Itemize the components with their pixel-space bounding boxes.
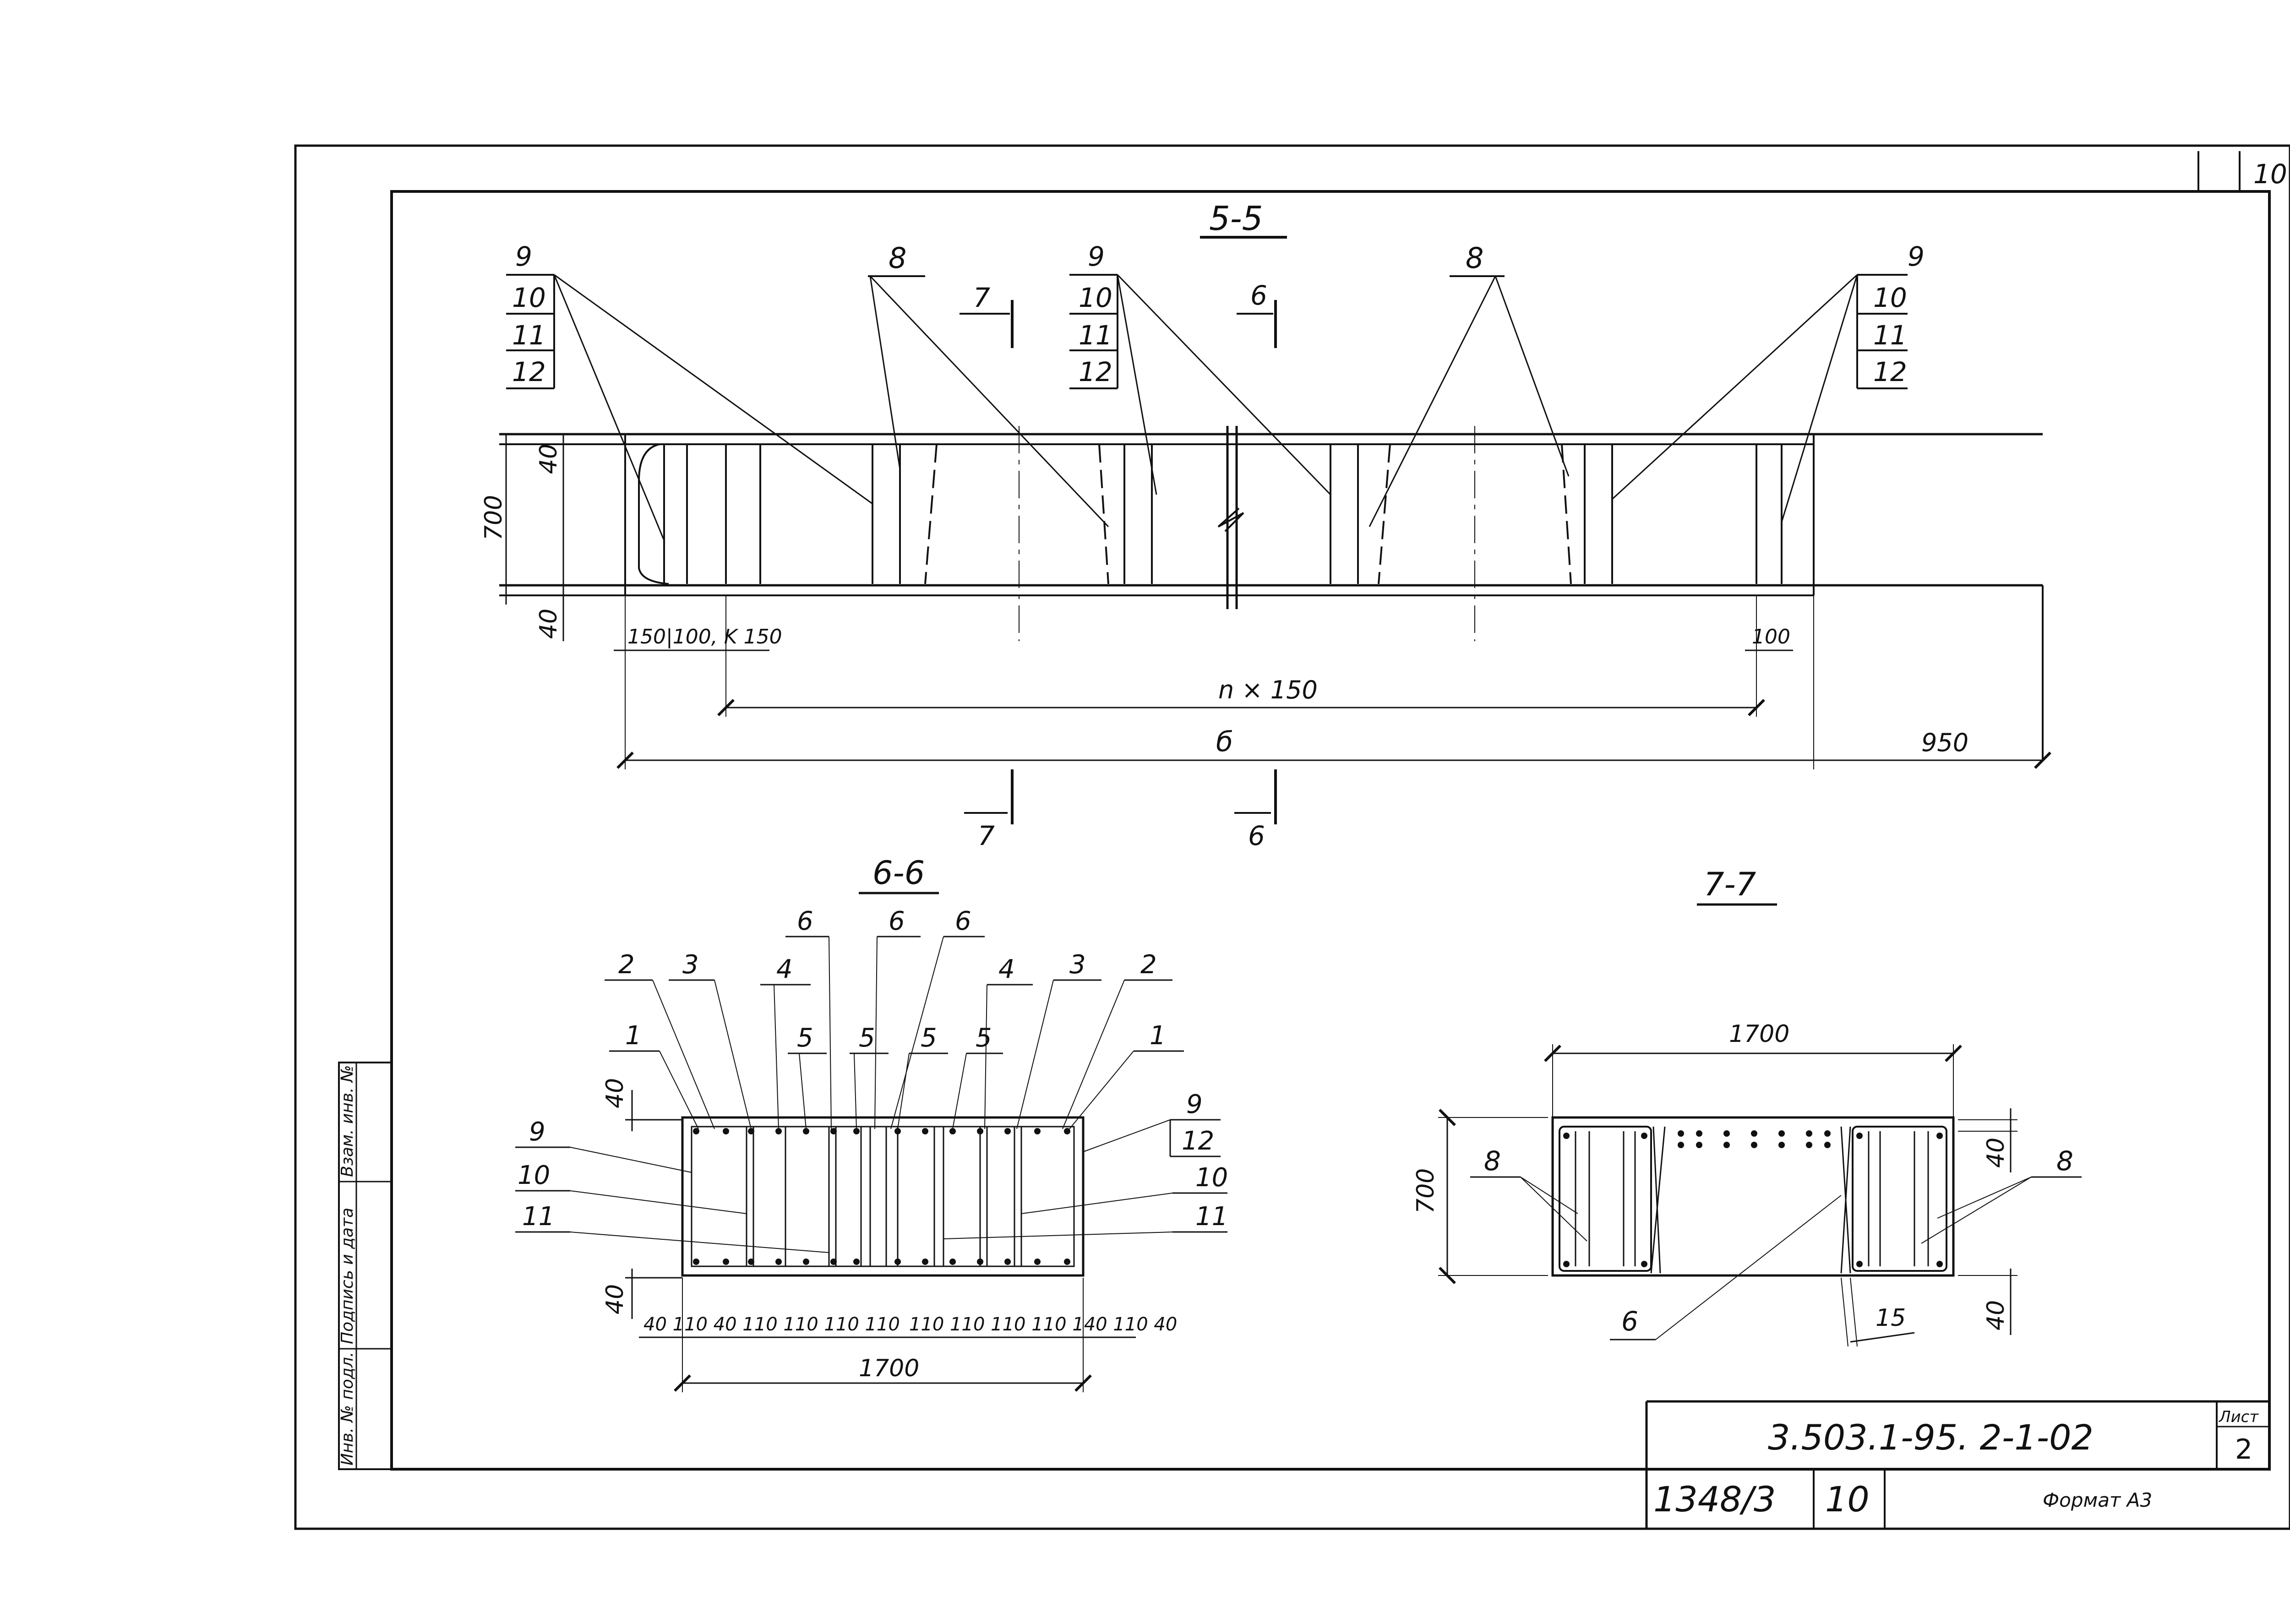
svg-text:40: 40 — [1982, 1138, 2010, 1168]
svg-text:10: 10 — [518, 1161, 550, 1190]
svg-text:4: 4 — [998, 954, 1015, 984]
callout-8-right: 8 — [1369, 241, 1570, 527]
svg-text:5: 5 — [797, 1023, 813, 1053]
svg-text:9: 9 — [529, 1117, 545, 1147]
svg-text:1: 1 — [625, 1021, 642, 1051]
format-label: Формат А3 — [2043, 1489, 2152, 1511]
svg-text:6: 6 — [955, 906, 971, 936]
svg-text:15: 15 — [1876, 1304, 1906, 1332]
callout-12: 12 — [1873, 356, 1907, 387]
stamp-inv-podl: Инв. № подл. — [338, 1352, 357, 1466]
callout-stack-right: 9 10 11 12 — [1611, 241, 1925, 523]
sheet-label: Лист — [2218, 1408, 2259, 1426]
dim-1700: 1700 — [859, 1355, 919, 1382]
cut-mark-7-top: 7 — [960, 282, 1014, 348]
section-title-7-7: 7-7 — [1704, 866, 1756, 903]
svg-text:3: 3 — [1069, 950, 1086, 980]
dim-pitch: n × 150 — [1218, 676, 1318, 704]
dim-40-top: 40 — [535, 444, 562, 474]
cut-mark-6-top: 6 — [1237, 280, 1277, 348]
callout-8-left: 8 — [868, 241, 1109, 528]
svg-text:1: 1 — [1150, 1021, 1166, 1051]
callout-10: 10 — [512, 282, 546, 313]
callout-12: 12 — [1079, 356, 1112, 387]
dim-left-chain: 150|100, K 150 — [627, 625, 782, 649]
cross-section-6-6 — [681, 1116, 1085, 1277]
callout-stack-mid: 9 10 11 12 — [1069, 241, 1331, 496]
callout-11: 11 — [1873, 320, 1907, 351]
corner-box: 10 — [2197, 151, 2287, 191]
dim-chain-right: 110 110 110 110 140 110 40 — [909, 1314, 1177, 1335]
inner-frame — [390, 190, 2271, 1471]
doc-code: 3.503.1-95. 2-1-02 — [1768, 1417, 2094, 1458]
dims-6-6: 40 40 40 110 40 110 110 110 110 110 110 … — [601, 1078, 1177, 1392]
svg-text:40: 40 — [601, 1078, 629, 1108]
callout-12: 12 — [512, 356, 546, 387]
stamp-podpis: Подпись и дата — [338, 1208, 357, 1344]
dim-length: б — [1216, 726, 1233, 758]
beam-elevation — [499, 426, 2044, 760]
svg-text:5: 5 — [921, 1023, 937, 1053]
svg-text:8: 8 — [1466, 241, 1483, 275]
side-stamp: Инв. № подл. Подпись и дата Взам. инв. № — [338, 1062, 393, 1470]
svg-text:5: 5 — [859, 1023, 875, 1053]
svg-text:2: 2 — [618, 950, 635, 980]
callout-10: 10 — [1873, 282, 1907, 313]
dim-100-right: 100 — [1752, 625, 1790, 649]
svg-text:40: 40 — [1982, 1300, 2010, 1330]
svg-text:4: 4 — [776, 954, 793, 984]
svg-text:8: 8 — [1484, 1145, 1501, 1177]
svg-text:6: 6 — [1621, 1306, 1638, 1337]
callout-9: 9 — [1088, 241, 1105, 272]
outer-frame — [294, 144, 2290, 1530]
labels-6-6: 2 3 4 6 6 6 4 3 2 1 5 5 5 — [515, 906, 1228, 1253]
svg-text:9: 9 — [1186, 1090, 1203, 1119]
svg-text:5: 5 — [976, 1023, 992, 1053]
dim-950: 950 — [1921, 728, 1968, 757]
cut-mark-7-bottom: 7 — [964, 769, 1014, 851]
svg-text:3: 3 — [682, 950, 699, 980]
dim-chain-left: 40 110 40 110 110 110 110 — [643, 1314, 900, 1335]
svg-text:11: 11 — [1195, 1202, 1228, 1232]
dims-5-5: 700 40 40 150|100, K 150 100 n × 150 б 9… — [480, 434, 2051, 769]
svg-text:6: 6 — [1250, 280, 1267, 311]
svg-text:7: 7 — [978, 820, 995, 851]
dim-700: 700 — [480, 495, 507, 540]
dim-1700-77: 1700 — [1729, 1020, 1789, 1048]
svg-text:7: 7 — [973, 282, 990, 313]
svg-text:12: 12 — [1182, 1126, 1214, 1156]
dims-7-7: 1700 700 40 40 8 8 6 15 — [1412, 1020, 2082, 1347]
section-title-5-5: 5-5 — [1209, 199, 1263, 238]
svg-text:11: 11 — [522, 1202, 555, 1232]
stamp-vzam: Взам. инв. № — [338, 1065, 357, 1177]
svg-text:8: 8 — [2056, 1145, 2073, 1177]
svg-text:8: 8 — [889, 241, 906, 275]
dim-700-77: 700 — [1412, 1168, 1439, 1214]
callout-9: 9 — [1908, 241, 1925, 272]
page-number: 10 — [1825, 1479, 1870, 1520]
callout-11: 11 — [1079, 320, 1112, 351]
title-block: 3.503.1-95. 2-1-02 Лист 2 1348/3 10 Форм… — [1645, 1400, 2269, 1529]
sheet-number: 2 — [2235, 1433, 2252, 1466]
svg-text:10: 10 — [1195, 1163, 1228, 1193]
svg-text:6: 6 — [1248, 820, 1265, 851]
svg-text:6: 6 — [797, 906, 813, 936]
svg-text:40: 40 — [601, 1284, 629, 1314]
callout-9: 9 — [515, 241, 532, 272]
dim-40-bottom: 40 — [535, 609, 562, 639]
album-number: 1348/3 — [1653, 1479, 1776, 1520]
cross-section-7-7 — [1551, 1116, 1955, 1277]
callout-10: 10 — [1079, 282, 1112, 313]
section-title-6-6: 6-6 — [872, 854, 925, 892]
cut-mark-6-bottom: 6 — [1234, 769, 1277, 851]
corner-number: 10 — [2253, 158, 2287, 190]
svg-text:6: 6 — [889, 906, 905, 936]
callout-stack-left: 9 10 11 12 — [506, 241, 873, 541]
callout-11: 11 — [512, 320, 546, 351]
svg-text:2: 2 — [1140, 950, 1157, 980]
